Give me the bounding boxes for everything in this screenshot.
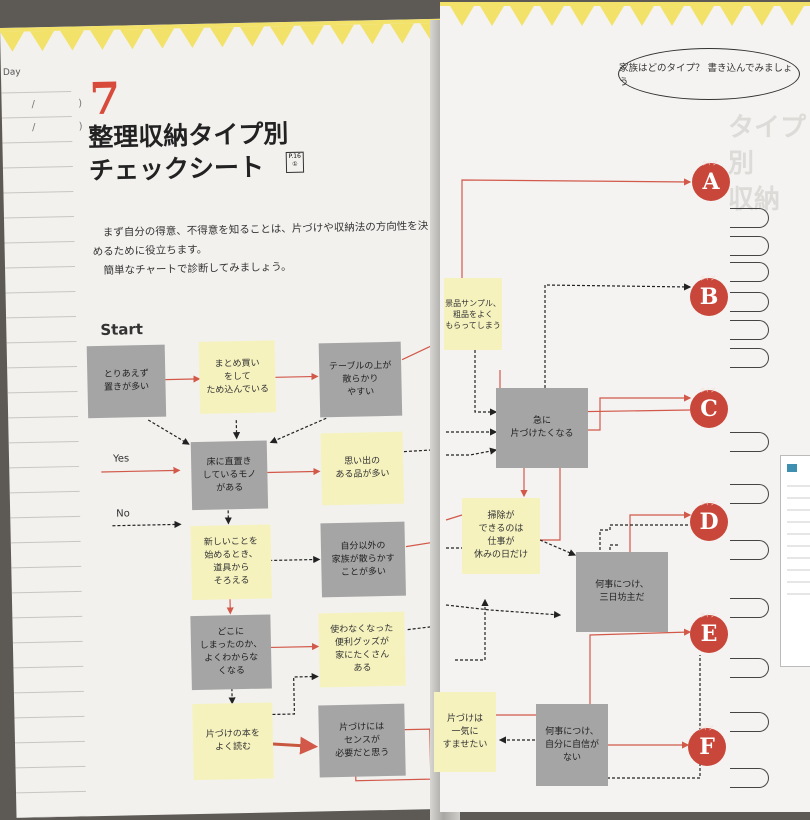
write-in-slot[interactable] [730,768,769,788]
result-badge-b: タイプ B [690,278,728,316]
question-box: 掃除ができるのは仕事が休みの日だけ [462,498,540,574]
result-letter: F [699,734,715,760]
result-letter: A [702,169,719,195]
result-letter: C [700,396,718,422]
question-box: 景品サンプル、粗品をよくもらってしまう [444,278,502,350]
write-in-slot[interactable] [730,236,769,256]
question-box: 何事につけ、自分に自信がない [536,704,608,786]
type-label: タイプ [700,275,715,282]
write-in-slot[interactable] [730,432,769,452]
write-in-slot[interactable] [730,208,769,228]
write-in-slot[interactable] [730,540,769,560]
type-label: タイプ [700,612,715,619]
write-in-slot[interactable] [730,658,769,678]
write-in-slot[interactable] [730,292,769,312]
write-in-slot[interactable] [730,320,769,340]
question-box: 急に片づけたくなる [496,388,588,468]
result-badge-c: タイプ C [690,390,728,428]
write-in-slot[interactable] [730,348,769,368]
result-badge-d: タイプ D [690,503,728,541]
result-letter: D [699,509,718,535]
result-badge-e: タイプ E [690,615,728,653]
write-in-slot[interactable] [730,262,769,282]
write-in-slot[interactable] [730,484,769,504]
type-label: タイプ [700,387,715,394]
result-letter: B [700,284,719,310]
type-label: タイプ [698,725,713,732]
result-badge-a: タイプ A [692,163,730,201]
question-box: 片づけは一気にすませたい [434,692,496,772]
question-box: 何事につけ、三日坊主だ [576,552,668,632]
write-in-slot[interactable] [730,598,769,618]
side-note-card [780,455,810,667]
side-note-lines [781,456,810,666]
type-label: タイプ [700,500,715,507]
result-badge-f: タイプ F [688,728,726,766]
type-label: タイプ [702,160,717,167]
write-in-slot[interactable] [730,712,769,732]
result-letter: E [701,621,718,647]
